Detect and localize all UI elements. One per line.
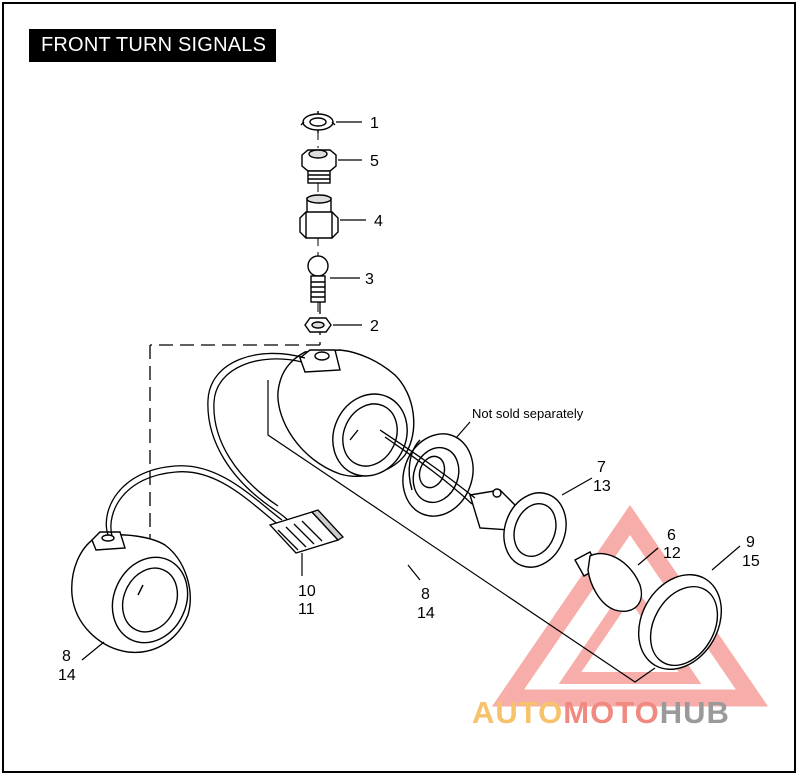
watermark-part: HUB [659, 695, 730, 730]
callout-labels: 1 5 4 3 2 7 13 6 12 9 15 10 11 8 14 8 14… [58, 115, 760, 684]
callout-8-left: 8 [62, 648, 71, 665]
watermark-part: AUTO [472, 695, 564, 730]
callout-13: 13 [593, 478, 611, 495]
socket-part-7 [469, 488, 567, 568]
callout-10: 10 [298, 583, 316, 600]
nut-part-2 [304, 317, 332, 333]
connector-part-10 [268, 509, 345, 554]
bulb-part-6 [574, 551, 643, 612]
ball-stud-part-3 [307, 255, 329, 303]
callout-1: 1 [370, 115, 379, 132]
callout-14-right: 14 [417, 605, 435, 622]
callout-3: 3 [365, 271, 374, 288]
callout-7: 7 [597, 459, 606, 476]
callout-6: 6 [667, 527, 676, 544]
watermark-logo: AUTOMOTOHUB [472, 695, 730, 731]
callout-4: 4 [374, 213, 383, 230]
callout-14-left: 14 [58, 667, 76, 684]
watermark-part: MOTO [563, 695, 660, 730]
upper-lamp-housing [277, 349, 415, 477]
lamp-wires [105, 352, 476, 537]
callout-8-right: 8 [421, 586, 430, 603]
callout-2: 2 [370, 318, 379, 335]
lens-part-9 [637, 574, 723, 670]
leader-lines [81, 121, 741, 661]
adapter-part-4 [299, 194, 339, 239]
callout-12: 12 [663, 545, 681, 562]
page-title: FRONT TURN SIGNALS [29, 29, 277, 62]
lower-lamp-housing [71, 531, 191, 654]
callout-15: 15 [742, 553, 760, 570]
callout-9: 9 [746, 534, 755, 551]
wire-harness-line [267, 380, 656, 683]
hex-nut-part-5 [301, 149, 337, 184]
callout-5: 5 [370, 153, 379, 170]
callout-11: 11 [298, 601, 315, 618]
note-not-sold-separately: Not sold separately [472, 406, 584, 421]
lock-washer-part-1 [300, 111, 336, 133]
